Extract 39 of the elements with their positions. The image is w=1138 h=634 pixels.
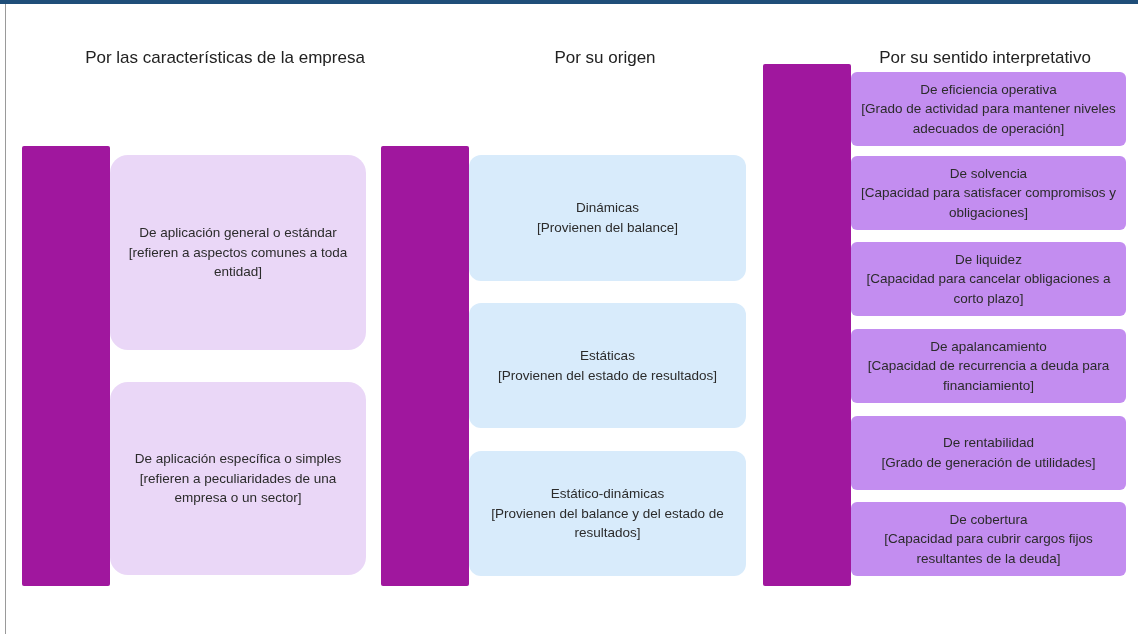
column-heading: Por su origen (554, 48, 656, 68)
category-title: Estáticas (580, 346, 635, 365)
category-box (851, 416, 1126, 490)
column-heading: Por su sentido interpretativo (879, 48, 1091, 68)
category-description: [Provienen del balance] (536, 219, 679, 237)
category-box (851, 502, 1126, 576)
category-description: [refieren a peculiaridades de una empresa o un sector] (138, 469, 338, 508)
category-description: [Capacidad para cancelar obligaciones a corto plazo] (865, 270, 1112, 308)
category-title: Dinámicas (576, 199, 639, 218)
category-box (469, 155, 746, 281)
column-heading: Por las características de la empresa (85, 48, 365, 68)
category-title: De aplicación general o estándar (139, 224, 337, 243)
category-description: [Grado de generación de utilidades] (881, 454, 1096, 472)
category-description: [Capacidad para cubrir cargos fijos resultantes de la deuda] (883, 530, 1094, 568)
category-description: [Capacidad de recurrencia a deuda para financiamiento] (866, 357, 1111, 395)
category-box (110, 382, 366, 575)
category-box (110, 155, 366, 350)
category-title: De apalancamiento (930, 337, 1047, 356)
category-box (469, 451, 746, 576)
vertical-bar (22, 146, 110, 586)
category-box (851, 156, 1126, 230)
vertical-bar (763, 64, 851, 586)
category-description: [refieren a aspectos comunes a toda entidad] (127, 243, 349, 282)
category-description: [Capacidad para satisfacer compromisos y obligaciones] (859, 184, 1118, 222)
category-title: Estático-dinámicas (550, 485, 665, 504)
category-box (851, 72, 1126, 146)
category-title: De solvencia (949, 164, 1028, 183)
category-box (851, 242, 1126, 316)
category-title: De liquidez (955, 250, 1022, 269)
category-description: [Provienen del estado de resultados] (497, 366, 718, 385)
category-description: [Grado de actividad para mantener niveles adecuados de operación] (860, 100, 1117, 138)
category-box (469, 303, 746, 428)
category-title: De eficiencia operativa (920, 80, 1057, 99)
category-title: De cobertura (949, 510, 1028, 529)
category-box (851, 329, 1126, 403)
vertical-bar (381, 146, 469, 586)
category-title: De rentabilidad (943, 434, 1034, 453)
category-title: De aplicación específica o simples (134, 450, 342, 469)
category-description: [Provienen del balance y del estado de resultados] (490, 504, 725, 543)
